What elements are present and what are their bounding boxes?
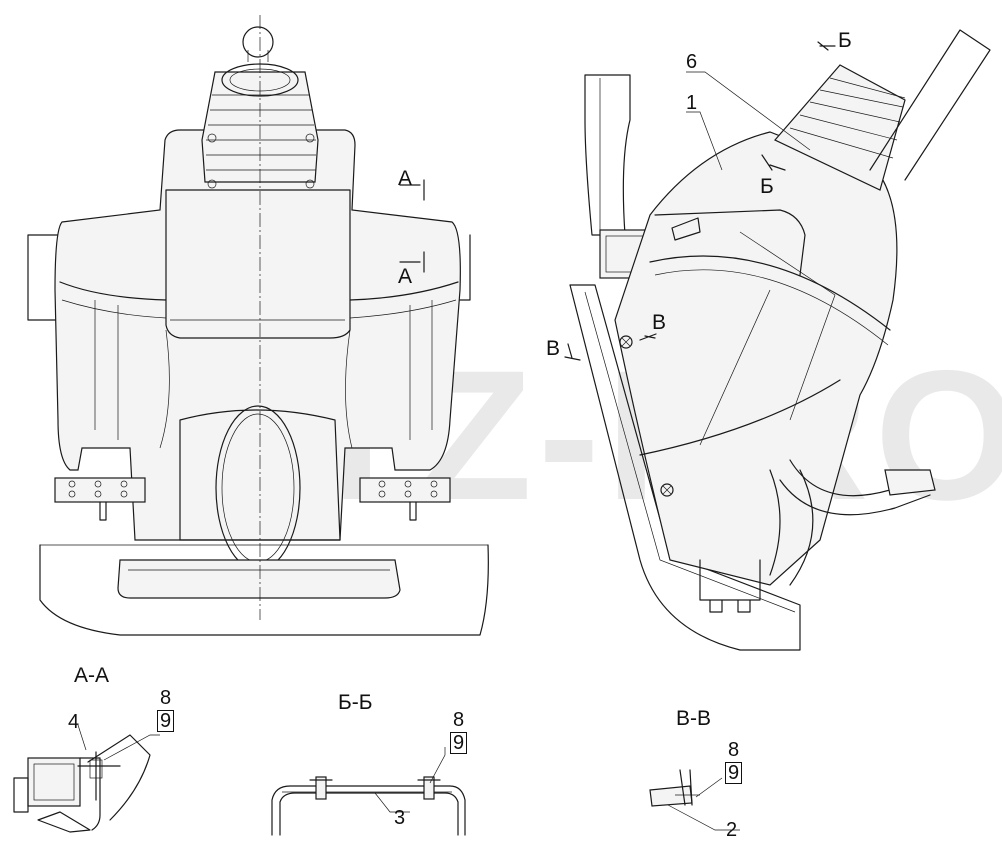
section-bb-title: Б-Б [338, 691, 373, 714]
section-a-mark-lower: А [398, 265, 413, 288]
section-v-mark-right: В [652, 311, 667, 334]
section-aa-title: А-А [74, 664, 110, 687]
callout-8-vv: 8 [728, 739, 740, 761]
callout-2: 2 [726, 819, 738, 841]
main-view-shroud [27, 15, 489, 636]
callout-9-vv: 9 [725, 762, 743, 784]
callout-1: 1 [686, 92, 698, 114]
section-a-mark-upper: А [398, 167, 413, 190]
section-bb-detail [271, 747, 466, 836]
callout-8-aa: 8 [160, 687, 172, 709]
callout-3: 3 [394, 807, 406, 829]
callout-6: 6 [686, 51, 698, 73]
section-vv-detail [649, 769, 740, 831]
section-v-mark-left: В [546, 337, 561, 360]
callout-8-bb: 8 [453, 709, 465, 731]
section-aa-detail [13, 724, 160, 833]
callout-9-bb: 9 [450, 732, 468, 754]
section-vv-title: В-В [676, 707, 712, 730]
section-b-mark-lower: Б [760, 175, 774, 198]
side-view-assembly [564, 29, 991, 651]
callout-9-aa: 9 [157, 710, 175, 732]
callout-4: 4 [68, 711, 80, 733]
section-b-mark-upper: Б [838, 29, 852, 52]
